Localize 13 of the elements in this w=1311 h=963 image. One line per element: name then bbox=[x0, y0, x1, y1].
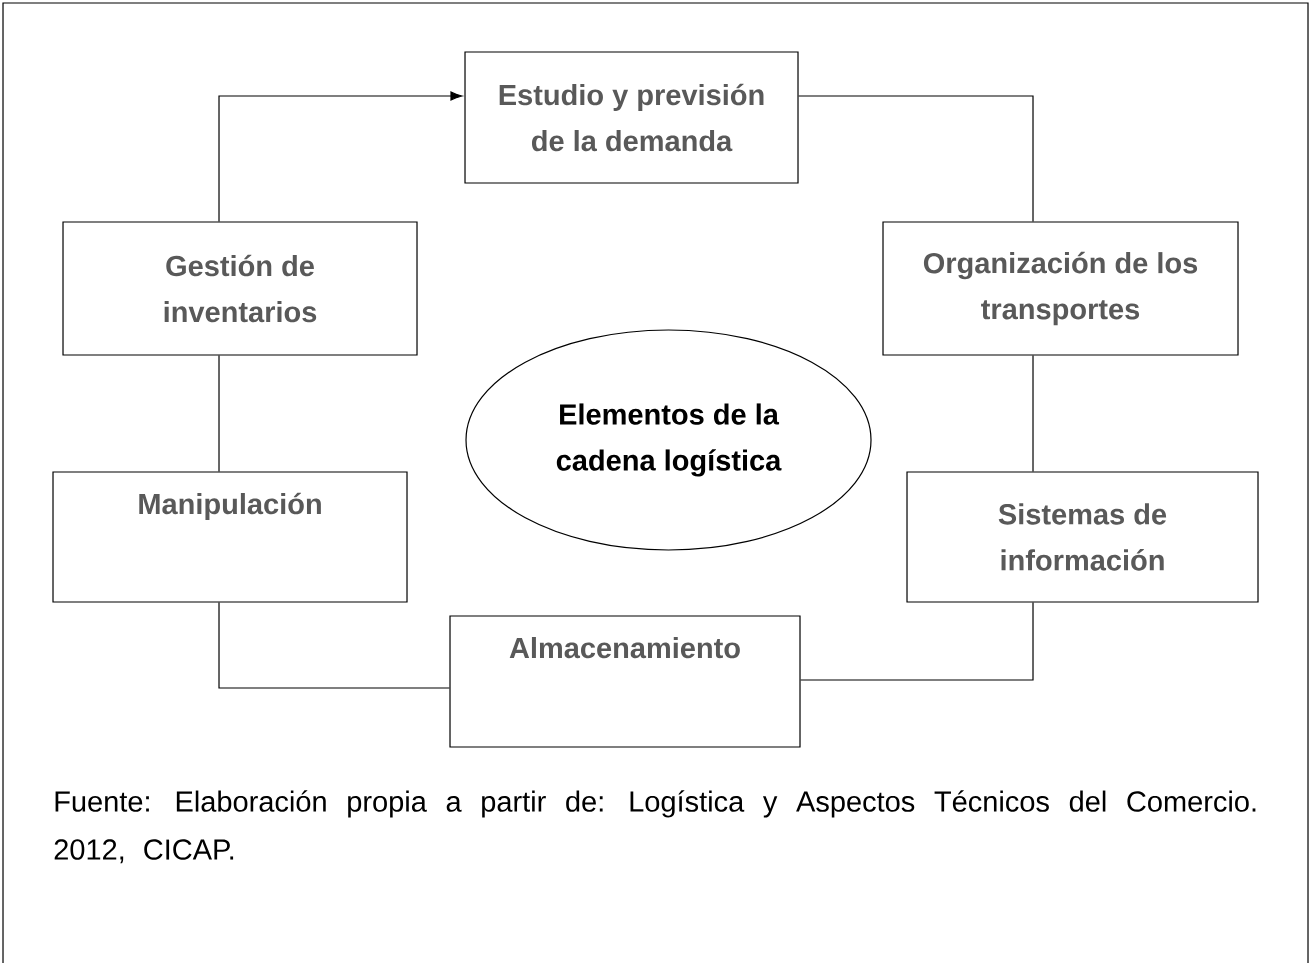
connector-line bbox=[218, 602, 450, 689]
arrow bbox=[218, 91, 463, 222]
connector-line bbox=[218, 355, 220, 472]
process-box: Almacenamiento bbox=[449, 615, 801, 748]
connector-line bbox=[1032, 355, 1034, 472]
connector-line bbox=[800, 602, 1034, 681]
process-box: Sistemas de información bbox=[906, 471, 1259, 603]
process-box: Gestión de inventarios bbox=[62, 221, 418, 356]
process-box: Organización de los transportes bbox=[882, 221, 1239, 356]
process-box: Manipulación bbox=[52, 471, 408, 603]
connector-line bbox=[798, 95, 1034, 222]
process-box: Estudio y previsión de la demanda bbox=[464, 51, 799, 184]
caption: Fuente: Elaboración propia a partir de: Logística y Aspectos Técnicos del Comercio. 2012, CICAP. bbox=[54, 790, 1256, 864]
